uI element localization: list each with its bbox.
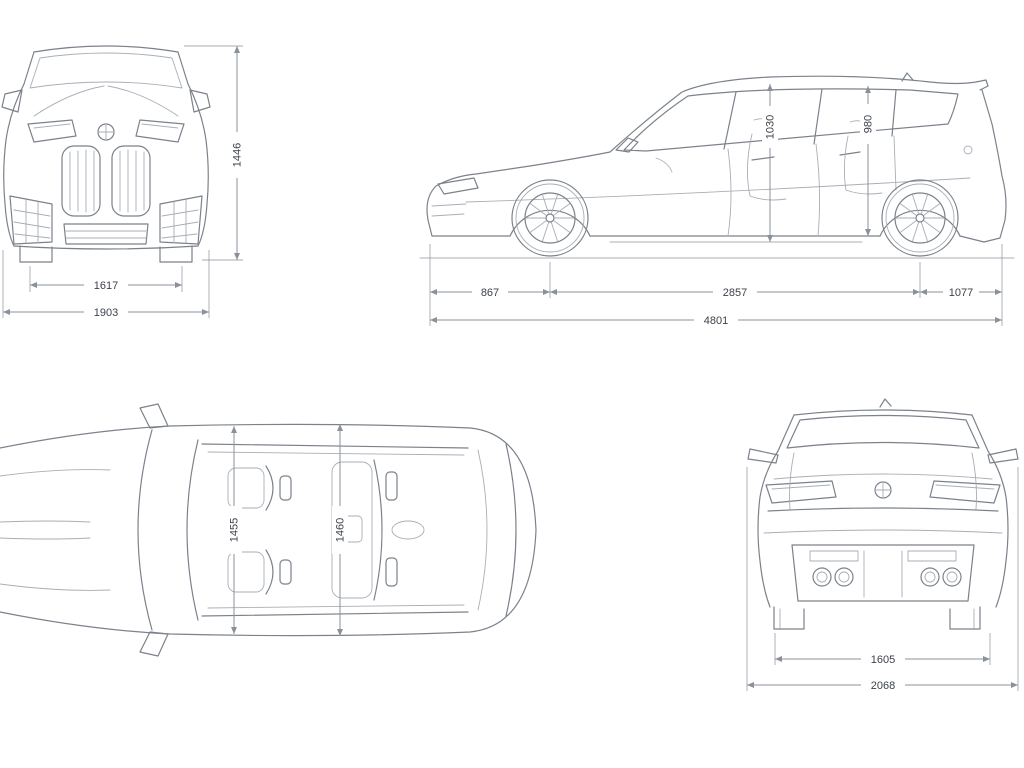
fuel-cap	[963, 145, 973, 155]
dim-rear-overhang: 1077	[920, 285, 1002, 299]
rear-wheel	[881, 179, 959, 257]
front-car-drawing	[1, 45, 211, 263]
rear-wheel-arch	[879, 209, 961, 237]
roof-front-edge	[186, 439, 199, 621]
dim-label-front-overhang: 867	[481, 287, 499, 299]
dim-label-rear-overhang: 1077	[949, 287, 973, 299]
windshield-base	[137, 429, 153, 631]
dim-overall-length: 4801	[430, 313, 1002, 327]
kidney-grille-left	[61, 145, 101, 217]
dim-interior-width-rear: 1460	[332, 424, 348, 636]
rear-dimensions: 1605 2068	[746, 467, 1019, 692]
front-right-tire	[159, 245, 193, 263]
body-outline	[0, 423, 537, 637]
left-mirror	[747, 448, 779, 464]
front-dimensions: 1446 1617 1903	[2, 45, 245, 319]
right-headlight	[135, 119, 185, 143]
left-mirror	[139, 403, 169, 429]
rear-window	[786, 414, 980, 449]
left-headlight	[27, 119, 77, 143]
glasshouse	[623, 88, 959, 152]
dim-label-rear-overall-width: 2068	[871, 680, 895, 692]
dim-front-height: 1446	[184, 45, 245, 261]
side-car-drawing	[419, 72, 1015, 259]
dim-rear-overall-width: 2068	[746, 467, 1019, 692]
antenna-fin	[879, 398, 892, 408]
rear-right-tire	[949, 606, 981, 630]
dim-interior-height-front: 1030	[762, 84, 778, 242]
right-taillight	[929, 480, 1001, 504]
left-taillight	[765, 480, 837, 504]
kidney-grille-right	[111, 145, 151, 217]
center-intake	[63, 223, 149, 245]
dim-wheelbase: 2857	[550, 285, 920, 299]
dim-label-overall-width: 1903	[94, 307, 118, 319]
rear-view: 1605 2068	[746, 398, 1019, 692]
front-left-tire	[19, 245, 53, 263]
dim-front-overhang: 867	[430, 285, 550, 299]
antenna-fin	[901, 72, 914, 82]
roof-antenna	[391, 520, 425, 540]
roof-rails	[201, 443, 469, 617]
dim-label-height: 1446	[232, 143, 244, 167]
front-wheel-arch	[509, 209, 591, 237]
right-mirror	[987, 448, 1019, 464]
tailgate-edge	[505, 443, 517, 617]
dim-label-interior-height-front: 1030	[765, 115, 777, 139]
headlight	[437, 177, 479, 195]
top-view: 1455 1460	[0, 403, 537, 657]
dim-front-width: 1903	[2, 250, 210, 319]
side-mirror	[615, 137, 639, 153]
right-mirror	[139, 631, 169, 657]
right-intake	[159, 195, 203, 245]
dim-interior-height-rear: 980	[860, 86, 876, 236]
dim-label-track-width: 1617	[94, 280, 118, 292]
exhaust-tips	[812, 567, 962, 587]
front-view: 1446 1617 1903	[1, 45, 245, 319]
rear-car-drawing	[747, 398, 1019, 630]
dim-label-wheelbase: 2857	[723, 287, 747, 299]
front-seats	[227, 465, 292, 595]
dim-label-interior-width-front: 1455	[229, 518, 241, 542]
side-dimensions: 1030 980 867 2857 1077	[429, 84, 1003, 327]
left-intake	[9, 195, 53, 245]
dim-label-interior-width-rear: 1460	[335, 518, 347, 542]
rear-left-tire	[773, 606, 805, 630]
top-dimensions: 1455 1460	[226, 424, 348, 636]
side-view: 1030 980 867 2857 1077	[419, 72, 1015, 327]
dim-label-overall-length: 4801	[704, 315, 728, 327]
dim-front-track: 1617	[29, 266, 183, 292]
dim-interior-width-front: 1455	[226, 426, 242, 634]
dim-label-rear-track: 1605	[871, 654, 895, 666]
dim-rear-track: 1605	[774, 633, 991, 666]
dim-label-interior-height-rear: 980	[863, 115, 875, 133]
diffuser	[791, 544, 975, 602]
top-car-drawing	[0, 403, 537, 657]
front-wheel	[511, 179, 589, 257]
